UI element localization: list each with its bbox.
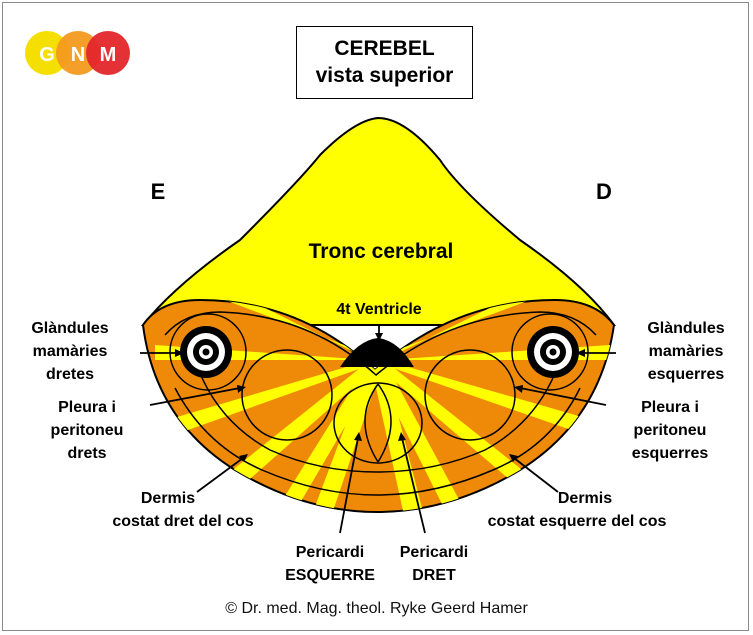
dermis-right-line1: Dermis	[141, 490, 195, 507]
mammary-right-line3: dretes	[46, 366, 94, 383]
title-line1: CEREBEL	[334, 37, 435, 60]
title-line2: vista superior	[315, 64, 454, 87]
mammary-gland-right-target	[169, 313, 247, 391]
mammary-left-line1: Glàndules	[647, 320, 724, 337]
pleura-right-line1: Pleura i	[58, 399, 116, 416]
arrowheads	[175, 333, 585, 462]
logo-letter-g: G	[39, 44, 55, 66]
gnm-logo: G N M	[25, 31, 130, 75]
dermis-right-line2: costat dret del cos	[112, 513, 253, 530]
title-box: CEREBEL vista superior	[296, 26, 473, 99]
brainstem-label: Tronc cerebral	[309, 240, 454, 263]
dermis-left-line2: costat esquerre del cos	[488, 513, 667, 530]
label-arrows	[140, 325, 616, 534]
logo-letter-m: M	[100, 44, 117, 66]
pleura-right-line2: peritoneu	[51, 422, 124, 439]
pleura-left-line3: esquerres	[632, 445, 709, 462]
side-right-label: D	[596, 179, 612, 204]
mammary-right-line1: Glàndules	[31, 320, 108, 337]
pericardium-left-line1: Pericardi	[296, 544, 364, 561]
pericardium-left-line2: ESQUERRE	[285, 567, 375, 584]
ventricle-label: 4t Ventricle	[336, 301, 421, 318]
dermis-left-line1: Dermis	[558, 490, 612, 507]
yellow-rays	[150, 300, 610, 512]
mammary-right-line2: mamàries	[33, 343, 108, 360]
mammary-left-line2: mamàries	[649, 343, 724, 360]
brainstem-region	[140, 116, 616, 326]
fourth-ventricle	[340, 338, 414, 367]
cerebellum-contours	[164, 311, 597, 496]
pleura-right-line3: drets	[67, 445, 106, 462]
logo-circle-g	[25, 31, 69, 75]
pleura-left-line2: peritoneu	[634, 422, 707, 439]
pericardium-right-line1: Pericardi	[400, 544, 468, 561]
logo-letter-n: N	[71, 44, 85, 66]
pleura-left-region	[424, 349, 516, 441]
pericardium-region	[333, 382, 423, 464]
pleura-left-line1: Pleura i	[641, 399, 699, 416]
logo-circle-m	[86, 31, 130, 75]
pericardium-right-line2: DRET	[412, 567, 456, 584]
side-left-label: E	[151, 179, 166, 204]
mammary-gland-left-target	[511, 313, 589, 391]
mammary-left-line3: esquerres	[648, 366, 725, 383]
pleura-right-region	[241, 349, 333, 441]
copyright-text: © Dr. med. Mag. theol. Ryke Geerd Hamer	[225, 600, 528, 617]
